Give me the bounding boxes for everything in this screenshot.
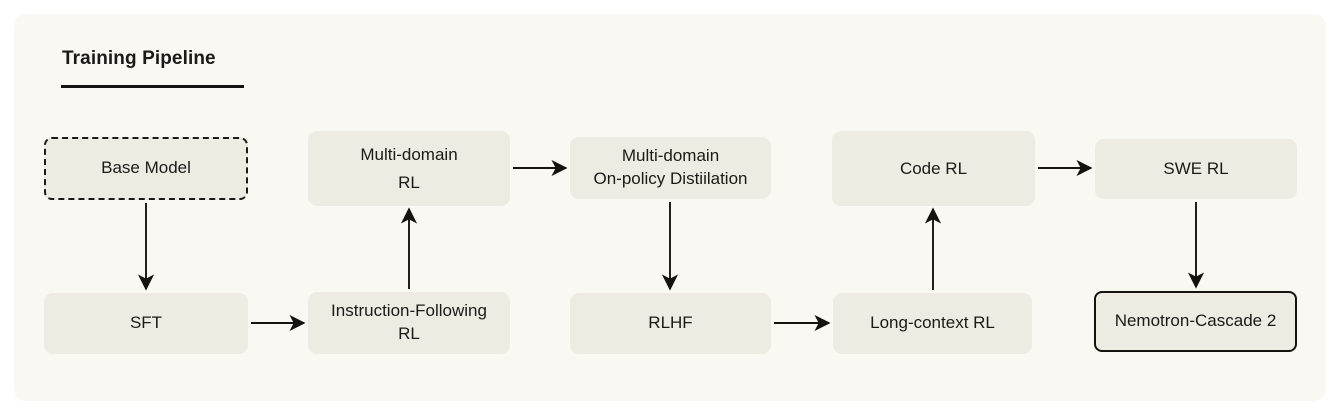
page-title: Training Pipeline [62, 48, 216, 69]
node-label: Instruction-Following [331, 301, 487, 321]
node-label: On-policy Distiilation [593, 169, 748, 188]
node-multi-domain-on-policy-distillation: Multi-domain On-policy Distiilation [570, 137, 771, 199]
node-label: Multi-domain [621, 146, 720, 166]
node-nemotron-cascade-2: Nemotron-Cascade 2 [1094, 291, 1297, 352]
node-sft: SFT [44, 293, 248, 354]
node-label: RLHF [648, 313, 693, 333]
node-multi-domain-rl: Multi-domain RL [308, 131, 510, 206]
node-label: Base Model [101, 158, 191, 178]
node-label: RL [398, 172, 420, 192]
node-label: Long-context RL [870, 313, 995, 333]
node-label: RL [398, 324, 420, 343]
node-base-model: Base Model [44, 137, 248, 200]
node-instruction-following-rl: Instruction-Following RL [308, 292, 510, 354]
node-swe-rl: SWE RL [1095, 139, 1297, 199]
node-rlhf: RLHF [570, 293, 771, 354]
node-long-context-rl: Long-context RL [833, 293, 1032, 354]
title-underline [61, 85, 244, 88]
node-code-rl: Code RL [832, 131, 1035, 206]
node-label: SWE RL [1163, 158, 1229, 178]
node-label: Multi-domain [360, 145, 458, 165]
node-label: Code RL [899, 158, 968, 178]
node-label: Nemotron-Cascade 2 [1114, 311, 1277, 331]
node-label: SFT [129, 313, 163, 333]
